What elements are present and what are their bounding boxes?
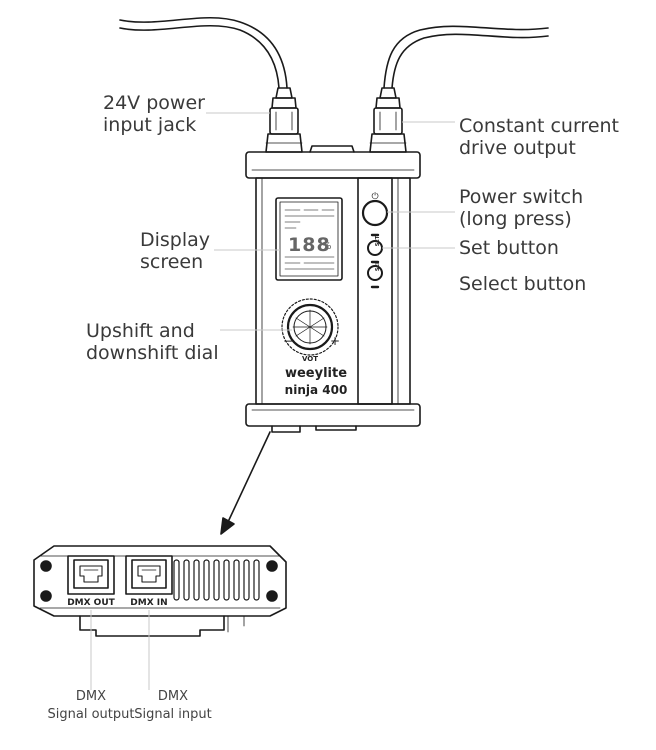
dmx-out-label: DMX OUT [67, 598, 115, 608]
select-button-label: SEL [375, 260, 381, 271]
dial-label: VOT [302, 355, 318, 363]
dial-minus: − [283, 334, 293, 348]
power-switch-button[interactable] [361, 199, 389, 227]
label-power-switch: Power switch(long press) [459, 186, 584, 230]
dmx-in-label: DMX IN [130, 598, 167, 608]
dmx-out-port[interactable] [67, 555, 115, 595]
display-screen [275, 197, 343, 281]
label-set-button: Set button [459, 237, 559, 259]
power-input-jack [265, 87, 303, 153]
power-icon: ⏻ [371, 191, 378, 202]
power-input-cable [119, 16, 288, 89]
select-button[interactable] [367, 265, 383, 281]
controller-body [245, 145, 421, 433]
display-digits: 188 [288, 234, 331, 256]
detail-arrow [220, 431, 271, 535]
label-select-button: Select button [459, 273, 587, 295]
model-name: ninja 400 [285, 383, 348, 397]
brand-logo: weeylite [285, 366, 347, 381]
drive-output-cable [383, 25, 549, 89]
set-button-label: SET [375, 235, 381, 246]
dial-plus: + [330, 334, 340, 348]
dmx-in-port[interactable] [125, 555, 173, 595]
drive-output-connector [369, 87, 407, 153]
shift-dial [281, 298, 339, 356]
display-unit: % [322, 241, 332, 252]
